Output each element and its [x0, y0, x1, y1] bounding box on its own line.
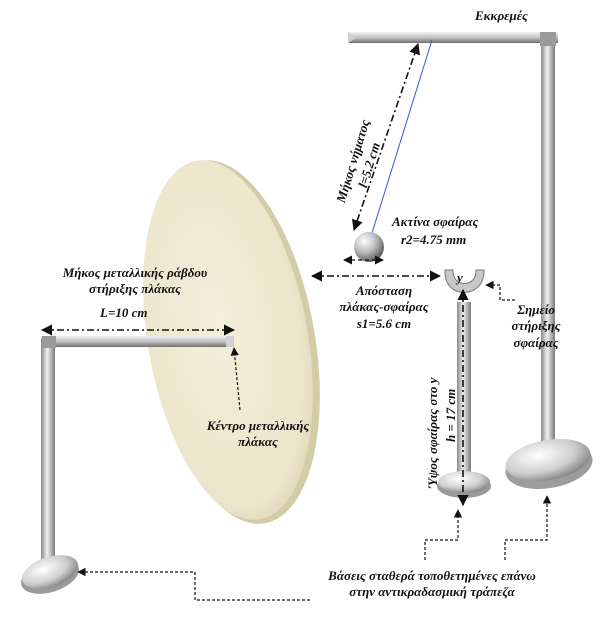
plate-support-rod [41, 336, 234, 560]
bases-label: Βάσεις σταθερά τοποθετημένες επάνω στην … [282, 568, 582, 601]
sphere-support-stand [437, 269, 491, 498]
support-point-line-2: στήριξης [511, 318, 561, 334]
plate-center-line-2: πλάκας [238, 434, 278, 450]
support-point-label: Σημείο στήριξης σφαίρας [500, 302, 572, 351]
distance-line-1: Απόσταση [355, 283, 413, 298]
bases-line-2: στην αντικραδασμική τράπεζα [349, 584, 515, 600]
y-marker: y [457, 270, 463, 285]
bases-leader-right [504, 495, 552, 560]
pendulum-thread [371, 39, 433, 234]
pendulum-label: Εκκρεμές [475, 8, 528, 23]
plate-center-line-1: Κέντρο μεταλλικής [206, 418, 310, 433]
distance-label: Απόσταση πλάκας-σφαίρας s1=5.6 cm [324, 283, 444, 332]
support-point-line-3: σφαίρας [513, 334, 559, 350]
support-point-leader [485, 280, 515, 301]
height-title: Ύψος σφαίρας στο y [425, 377, 440, 488]
height-value: h = 17 cm [443, 388, 458, 442]
thread-length-dimension [351, 42, 421, 232]
bases-leader-left [77, 567, 310, 601]
rod-length-line-2: στήριξης πλάκας [89, 281, 181, 297]
bases-leader-middle [424, 509, 463, 560]
support-point-line-1: Σημείο [517, 302, 555, 317]
sphere-radius-title: Ακτίνα σφαίρας [392, 214, 479, 229]
rod-length-label: Μήκος μεταλλικής ράβδου στήριξης πλάκας [40, 265, 230, 298]
pendulum-base [505, 438, 593, 489]
plate-base [21, 555, 79, 594]
plate-center-leader [230, 347, 241, 411]
bases-line-1: Βάσεις σταθερά τοποθετημένες επάνω [328, 568, 536, 583]
rod-length-line-1: Μήκος μεταλλικής ράβδου [62, 265, 208, 280]
sphere-radius-value: r2=4.75 mm [401, 232, 467, 247]
distance-value: s1=5.6 cm [356, 315, 412, 331]
rod-length-value: L=10 cm [100, 305, 148, 320]
sphere [354, 232, 384, 262]
distance-line-2: πλάκας-σφαίρας [339, 299, 429, 315]
pendulum-frame [348, 32, 558, 460]
plate-center-label: Κέντρο μεταλλικής πλάκας [188, 418, 328, 451]
